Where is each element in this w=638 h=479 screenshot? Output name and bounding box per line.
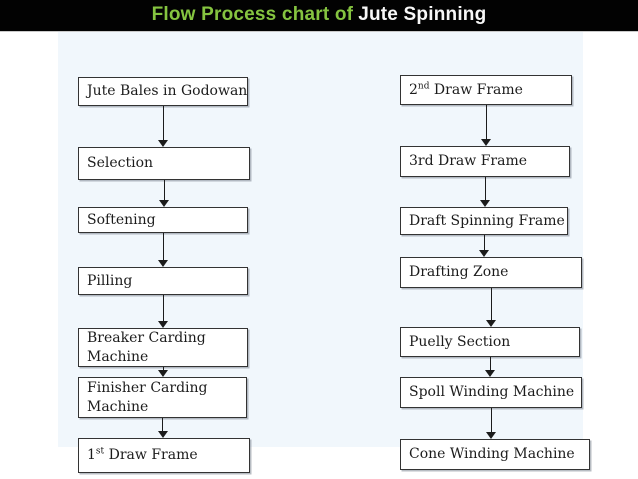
arrow-head-icon <box>479 250 489 257</box>
flow-node-right-7: Cone Winding Machine <box>400 439 590 470</box>
arrow-head-icon <box>480 200 490 207</box>
arrow-line <box>162 295 164 323</box>
arrow-line <box>484 177 486 202</box>
flow-node-label: 3rd Draw Frame <box>409 153 528 169</box>
flow-node-label: Breaker Carding Machine <box>87 329 206 365</box>
arrow-line <box>490 288 492 322</box>
arrow-line <box>489 357 491 372</box>
flow-node-label: 1st Draw Frame <box>87 446 198 463</box>
arrow-head-icon <box>486 432 496 439</box>
arrow-head-icon <box>159 200 169 207</box>
arrow-head-icon <box>157 431 168 438</box>
flow-node-label: Spoll Winding Machine <box>409 384 575 400</box>
flow-node-label: Pilling <box>87 272 133 289</box>
flow-node-left-7: 1st Draw Frame <box>78 438 250 473</box>
flow-node-label: Selection <box>87 155 154 171</box>
down-arrow <box>158 106 168 147</box>
flow-node-right-1: 2nd Draw Frame <box>400 75 572 105</box>
flow-node-label: Draft Spinning Frame <box>409 212 565 229</box>
flow-node-label: Softening <box>87 211 156 228</box>
flow-node-label: Finisher Carding Machine <box>87 379 208 415</box>
flow-node-label: Cone Winding Machine <box>409 446 575 462</box>
flow-node-right-4: Drafting Zone <box>400 257 582 288</box>
title-highlight-text: Flow Process chart of <box>151 4 354 25</box>
arrow-head-icon <box>158 370 168 377</box>
down-arrow <box>158 295 168 328</box>
flow-node-left-6: Finisher Carding Machine <box>78 377 247 418</box>
down-arrow <box>479 235 489 257</box>
flow-node-label: 2nd Draw Frame <box>409 80 523 98</box>
flow-node-left-5: Breaker Carding Machine <box>78 328 248 367</box>
arrow-head-icon <box>486 320 496 327</box>
flow-node-right-5: Puelly Section <box>400 327 580 357</box>
flow-node-left-1: Jute Bales in Godowan <box>78 77 248 106</box>
flow-node-right-3: Draft Spinning Frame <box>400 207 568 235</box>
flow-node-label: Puelly Section <box>409 333 511 350</box>
flow-node-right-2: 3rd Draw Frame <box>400 146 570 177</box>
down-arrow <box>157 418 168 438</box>
down-arrow <box>158 367 168 377</box>
arrow-line <box>485 105 487 141</box>
arrow-line <box>163 180 165 202</box>
arrow-head-icon <box>485 370 495 377</box>
down-arrow <box>486 408 496 439</box>
down-arrow <box>159 180 169 207</box>
arrow-head-icon <box>158 321 168 328</box>
arrow-head-icon <box>158 260 168 267</box>
arrow-line <box>162 418 163 433</box>
flow-node-right-6: Spoll Winding Machine <box>400 377 582 408</box>
flow-node-left-4: Pilling <box>78 267 248 295</box>
down-arrow <box>480 177 490 207</box>
down-arrow <box>481 105 491 146</box>
flow-node-left-2: Selection <box>78 147 250 180</box>
arrow-line <box>162 106 164 142</box>
arrow-line <box>483 235 485 252</box>
arrow-line <box>162 367 164 372</box>
title-rest-text: Jute Spinning <box>358 4 487 25</box>
arrow-line <box>162 233 164 262</box>
arrow-line <box>490 408 492 434</box>
arrow-head-icon <box>158 140 168 147</box>
flow-node-label: Jute Bales in Godowan <box>87 83 248 99</box>
flow-node-left-3: Softening <box>78 207 248 233</box>
down-arrow <box>486 288 496 327</box>
down-arrow <box>158 233 168 267</box>
flow-node-label: Drafting Zone <box>409 264 509 280</box>
arrow-head-icon <box>481 139 491 146</box>
down-arrow <box>485 357 495 377</box>
